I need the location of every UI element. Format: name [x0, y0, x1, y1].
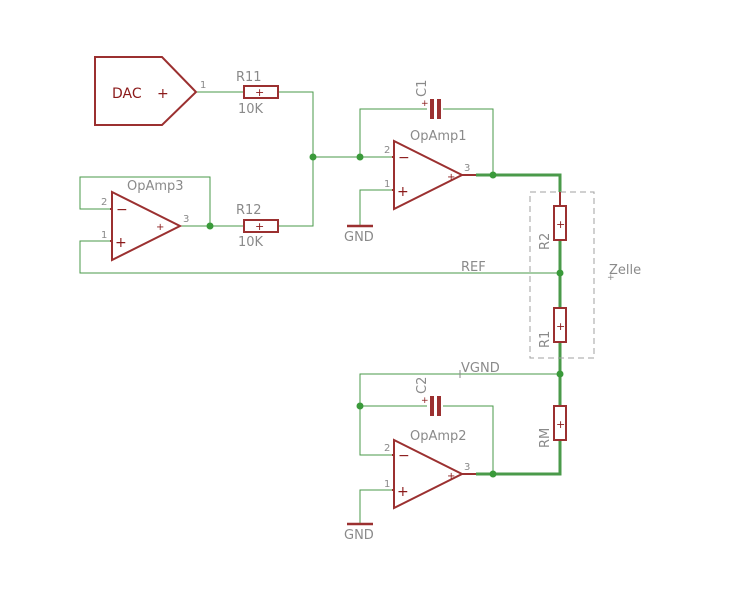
svg-text:−: − [116, 202, 128, 218]
dac-pin: 1 [200, 80, 206, 91]
opamp3-pin-inv: 2 [101, 197, 107, 208]
svg-text:+: + [397, 484, 409, 500]
r11-name: R11 [236, 70, 262, 85]
opamp2-pin-noninv: 1 [384, 479, 390, 490]
r1-name: R1 [538, 331, 553, 348]
svg-text:+: + [447, 471, 455, 482]
dac-label: DAC [112, 86, 142, 102]
zelle-label: Zelle [609, 263, 641, 278]
junctions [206, 153, 564, 478]
r11-symbol: + R11 10K [236, 70, 279, 117]
gnd2-symbol: GND [344, 522, 374, 543]
svg-text:+: + [556, 218, 565, 231]
zelle-frame: Zelle + [529, 191, 641, 359]
c1-symbol: + C1 [415, 80, 441, 119]
gnd2-label: GND [344, 528, 374, 543]
ref-net-label: REF [461, 260, 486, 275]
r12-name: R12 [236, 203, 262, 218]
opamp2-pin-inv: 2 [384, 443, 390, 454]
opamp1-pin-inv: 2 [384, 145, 390, 156]
vgnd-net-label: VGND [461, 361, 500, 376]
opamp3-pin-out: 3 [183, 214, 189, 225]
r2-symbol: + R2 [538, 192, 567, 250]
r1-symbol: + R1 [538, 307, 567, 348]
rm-name: RM [538, 428, 553, 448]
dac-symbol: DAC + 1 [94, 56, 206, 126]
opamp3-pin-noninv: 1 [101, 230, 107, 241]
opamp2-name: OpAmp2 [410, 429, 467, 444]
r12-value: 10K [238, 235, 264, 250]
svg-text:+: + [421, 99, 429, 109]
opamp2-pin-out: 3 [464, 462, 470, 473]
opamp1-symbol: − + + 2 1 3 OpAmp1 [384, 129, 476, 211]
svg-text:−: − [398, 150, 410, 166]
r12-symbol: + R12 10K [236, 203, 279, 250]
rm-symbol: + RM [538, 405, 567, 448]
svg-text:+: + [607, 273, 615, 283]
c2-symbol: + C2 [415, 377, 441, 416]
opamp2-symbol: − + + 2 1 3 OpAmp2 [384, 429, 476, 510]
svg-text:+: + [447, 172, 455, 183]
opamp3-symbol: − + + 2 1 3 OpAmp3 [101, 179, 189, 262]
opamp1-name: OpAmp1 [410, 129, 467, 144]
r11-value: 10K [238, 102, 264, 117]
svg-text:+: + [556, 320, 565, 333]
svg-text:+: + [397, 184, 409, 200]
gnd1-symbol: GND [344, 224, 374, 245]
c2-name: C2 [415, 377, 430, 394]
svg-text:+: + [556, 418, 565, 431]
svg-text:+: + [115, 235, 127, 251]
r2-name: R2 [538, 233, 553, 250]
dac-sign: + [157, 86, 169, 102]
c1-name: C1 [415, 80, 430, 97]
gnd1-label: GND [344, 230, 374, 245]
svg-text:−: − [398, 448, 410, 464]
svg-text:+: + [255, 86, 264, 99]
opamp1-pin-out: 3 [464, 163, 470, 174]
svg-text:+: + [255, 220, 264, 233]
opamp1-pin-noninv: 1 [384, 179, 390, 190]
opamp3-name: OpAmp3 [127, 179, 184, 194]
svg-text:+: + [156, 222, 164, 233]
svg-text:+: + [421, 396, 429, 406]
wires [79, 91, 560, 524]
